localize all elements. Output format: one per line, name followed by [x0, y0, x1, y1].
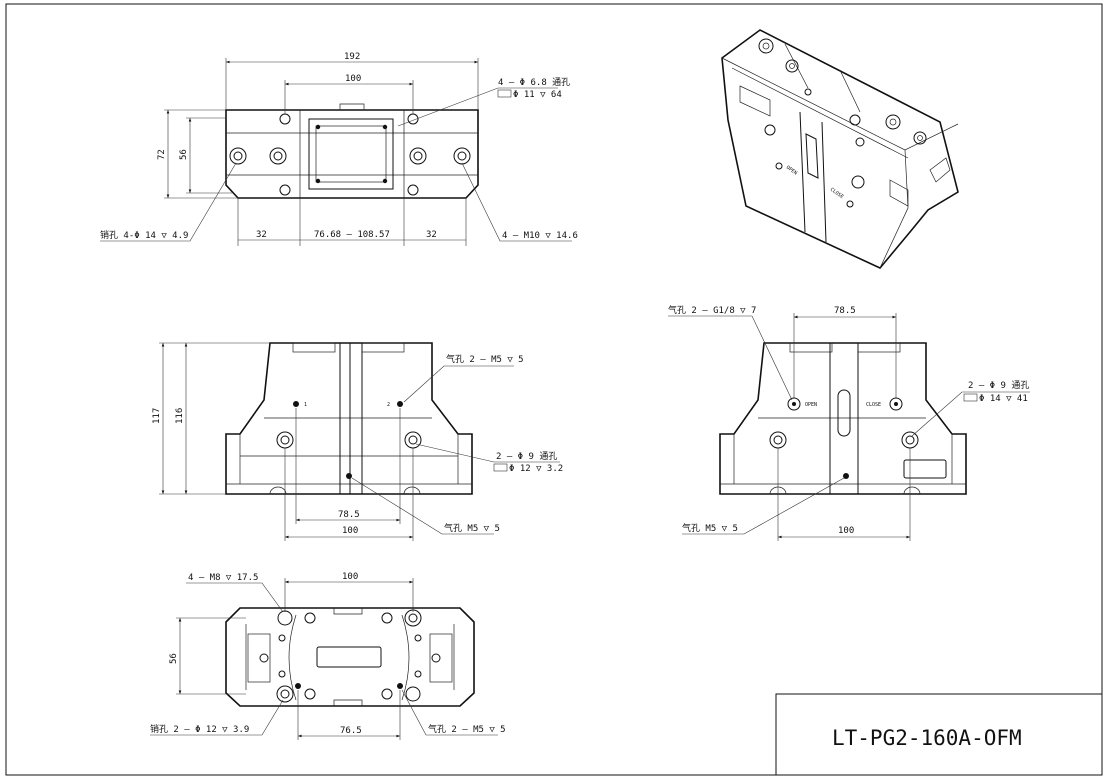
callout-pin-hole: 销孔 4-Φ 14 ▽ 4.9 — [100, 229, 188, 241]
isometric-view: OPEN CLOSE — [721, 29, 959, 269]
callout-through-hole: 4 – Φ 6.8 通孔 — [498, 77, 570, 88]
bottom-callout-air-port: 气孔 2 – M5 ▽ 5 — [428, 723, 506, 735]
bottom-callout-pin-hole: 销孔 2 – Φ 12 ▽ 3.9 — [150, 723, 249, 735]
front-port-1-label: 1 — [304, 402, 307, 408]
dim-hole-spacing: 100 — [345, 74, 361, 84]
side-dim-spacing-bottom: 100 — [838, 526, 854, 536]
side-callout-counterbore: Φ 14 ▽ 41 — [979, 394, 1028, 404]
bottom-view: 100 56 76.5 4 – M8 ▽ 17.5 销孔 2 – Φ 12 ▽ … — [150, 572, 506, 740]
side-dim-spacing-top: 78.5 — [834, 306, 856, 316]
side-callout-air-port-g18: 气孔 2 – G1/8 ▽ 7 — [668, 304, 756, 316]
front-callout-air-port: 气孔 2 – M5 ▽ 5 — [446, 353, 524, 365]
front-dim-spacing-upper: 78.5 — [338, 510, 360, 520]
bottom-dim-spacing-top: 100 — [342, 572, 358, 582]
dim-left-edge: 32 — [256, 230, 267, 240]
part-number: LT-PG2-160A-OFM — [832, 726, 1022, 750]
title-block: LT-PG2-160A-OFM — [775, 693, 1102, 775]
top-view-holes — [229, 113, 471, 196]
front-dim-height-outer: 117 — [152, 408, 162, 424]
drawing-border — [5, 3, 1103, 776]
callout-thread: 4 – M10 ▽ 14.6 — [502, 231, 578, 241]
side-callout-air-port-bottom: 气孔 M5 ▽ 5 — [682, 522, 738, 534]
callout-counterbore: Φ 11 ▽ 64 — [513, 90, 562, 100]
side-callout-through-hole: 2 – Φ 9 通孔 — [968, 380, 1029, 391]
bottom-callout-thread: 4 – M8 ▽ 17.5 — [188, 573, 258, 583]
dim-stroke-range: 76.68 – 108.57 — [314, 230, 390, 240]
iso-label-close: CLOSE — [829, 187, 845, 201]
front-view: 1 2 117 116 78.5 100 气孔 2 – M5 ▽ 5 2 – Φ… — [152, 342, 563, 541]
bottom-dim-spacing-bottom: 76.5 — [340, 726, 362, 736]
front-callout-air-port-bottom: 气孔 M5 ▽ 5 — [444, 522, 500, 534]
front-callout-counterbore: Φ 12 ▽ 3.2 — [509, 464, 563, 474]
dim-height-outer: 72 — [157, 149, 167, 160]
front-dim-height-inner: 116 — [175, 408, 185, 424]
side-port-close-label: CLOSE — [866, 402, 881, 408]
front-port-2-label: 2 — [387, 402, 390, 408]
iso-label-open: OPEN — [785, 165, 798, 177]
front-dim-spacing-lower: 100 — [342, 526, 358, 536]
dim-right-edge: 32 — [426, 230, 437, 240]
top-view: 192 100 72 56 32 76.68 – 108.57 32 4 – Φ… — [100, 52, 578, 246]
front-callout-through-hole: 2 – Φ 9 通孔 — [496, 451, 557, 462]
dim-overall-width: 192 — [344, 52, 360, 62]
side-port-open-label: OPEN — [805, 402, 817, 408]
side-view: OPEN CLOSE 78.5 100 气孔 2 – G1/8 ▽ 7 2 – … — [668, 304, 1030, 541]
dim-height-inner: 56 — [179, 149, 189, 160]
bottom-dim-height: 56 — [169, 653, 179, 664]
